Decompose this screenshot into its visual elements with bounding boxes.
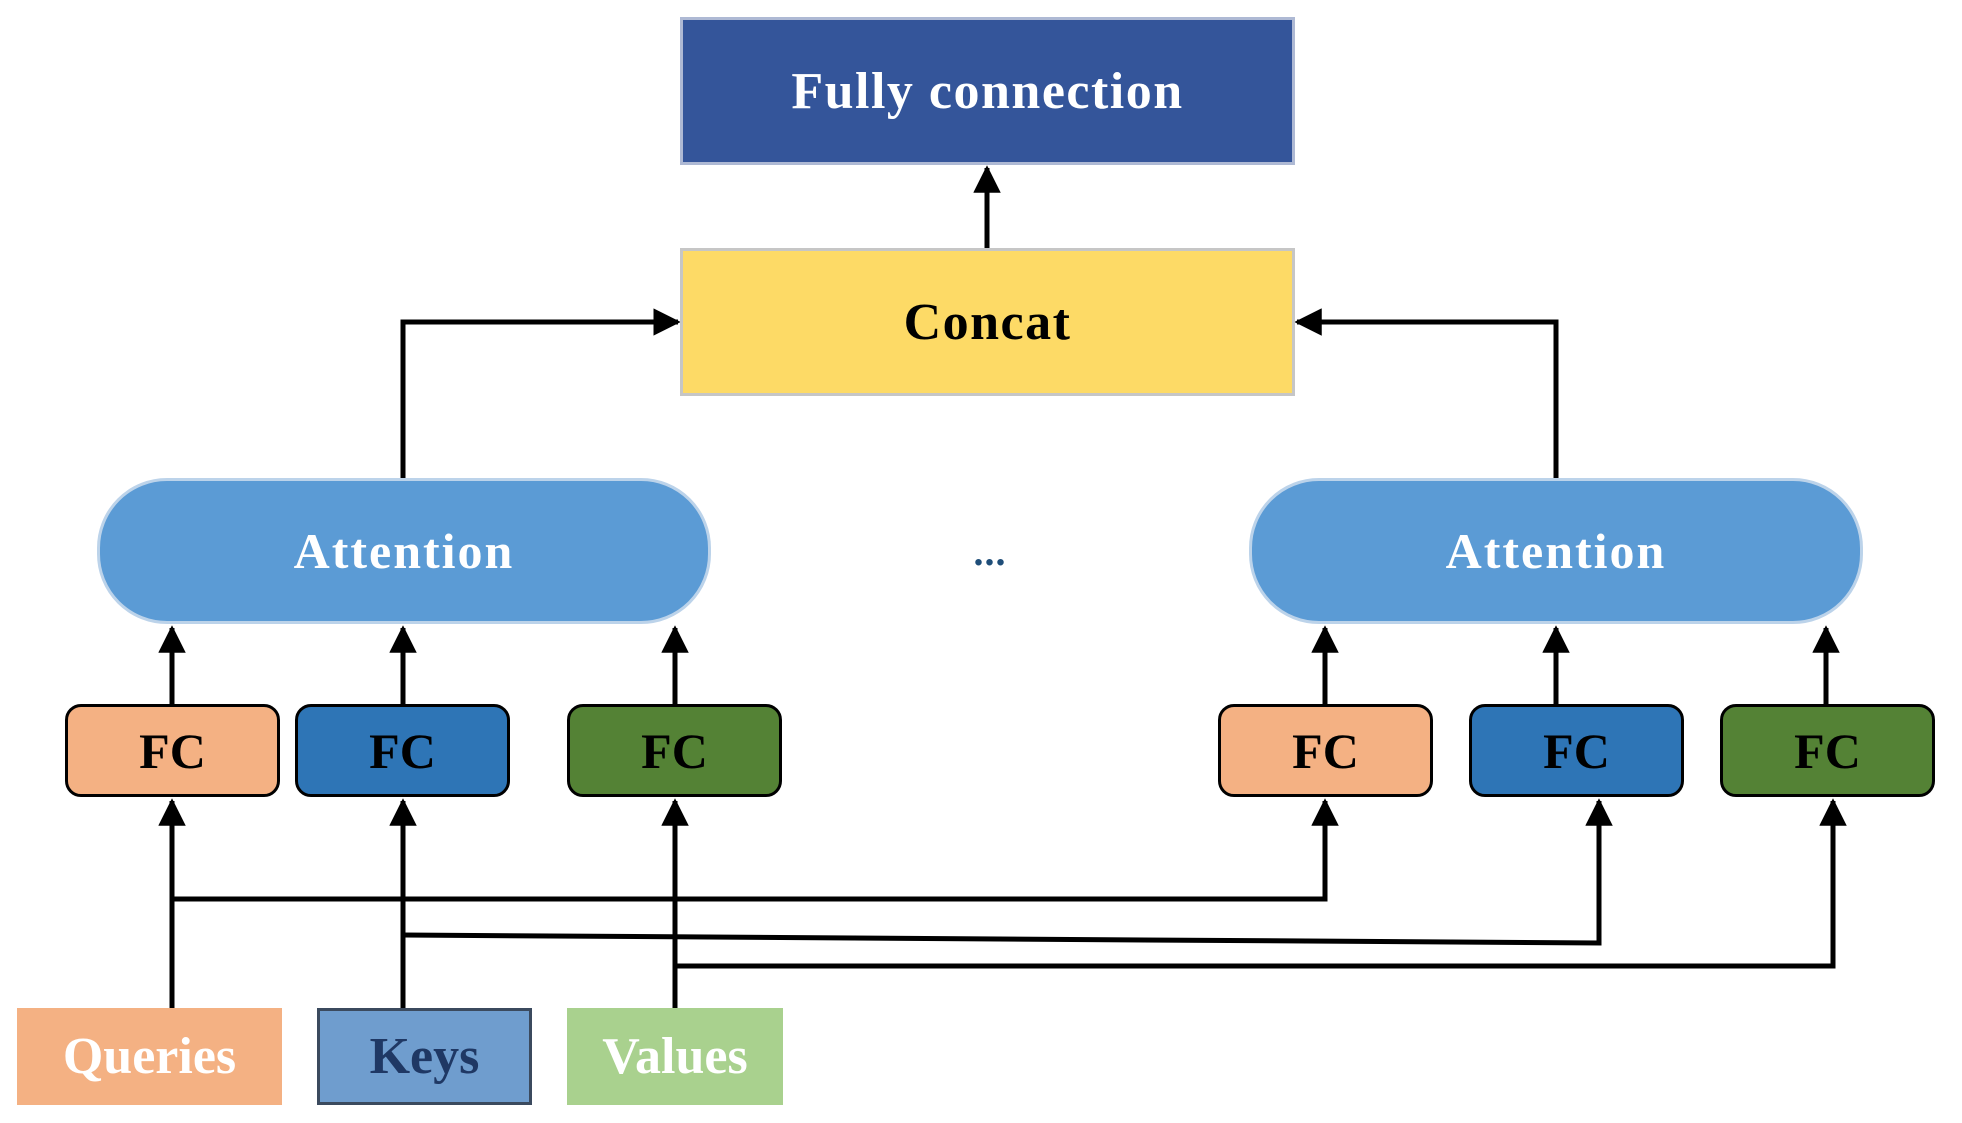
fc-block-keys-right: FC bbox=[1469, 704, 1684, 797]
fc-block-values-right: FC bbox=[1720, 704, 1935, 797]
concat-label: Concat bbox=[903, 293, 1072, 351]
keys-input-block: Keys bbox=[317, 1008, 532, 1105]
attention-block-left: Attention bbox=[97, 478, 711, 624]
ellipsis-more-heads: ... bbox=[973, 529, 1007, 574]
attention-right-label: Attention bbox=[1445, 523, 1667, 579]
arrow-values-to-fc-right bbox=[675, 798, 1847, 969]
fc-label: FC bbox=[1543, 722, 1610, 779]
keys-label: Keys bbox=[369, 1028, 480, 1085]
fc-block-values-left: FC bbox=[567, 704, 782, 797]
queries-input-block: Queries bbox=[17, 1008, 282, 1105]
fc-label: FC bbox=[1794, 722, 1861, 779]
attention-block-right: Attention bbox=[1249, 478, 1863, 624]
arrow-queries-to-fc-right bbox=[172, 798, 1339, 902]
fc-block-queries-right: FC bbox=[1218, 704, 1433, 797]
fc-label: FC bbox=[641, 722, 708, 779]
values-label: Values bbox=[602, 1028, 748, 1085]
arrow-keys-to-fc-right bbox=[402, 798, 1613, 946]
attention-left-label: Attention bbox=[293, 523, 515, 579]
fc-label: FC bbox=[1292, 722, 1359, 779]
concat-block: Concat bbox=[680, 248, 1295, 396]
fc-block-keys-left: FC bbox=[295, 704, 510, 797]
arrow-attention-left-to-concat bbox=[400, 308, 681, 478]
fully-connection-block: Fully connection bbox=[680, 17, 1295, 165]
values-input-block: Values bbox=[567, 1008, 783, 1105]
fully-connection-label: Fully connection bbox=[791, 62, 1184, 120]
arrow-attention-right-to-concat bbox=[1294, 308, 1559, 478]
fc-block-queries-left: FC bbox=[65, 704, 280, 797]
fc-label: FC bbox=[369, 722, 436, 779]
fc-label: FC bbox=[139, 722, 206, 779]
queries-label: Queries bbox=[62, 1028, 237, 1085]
